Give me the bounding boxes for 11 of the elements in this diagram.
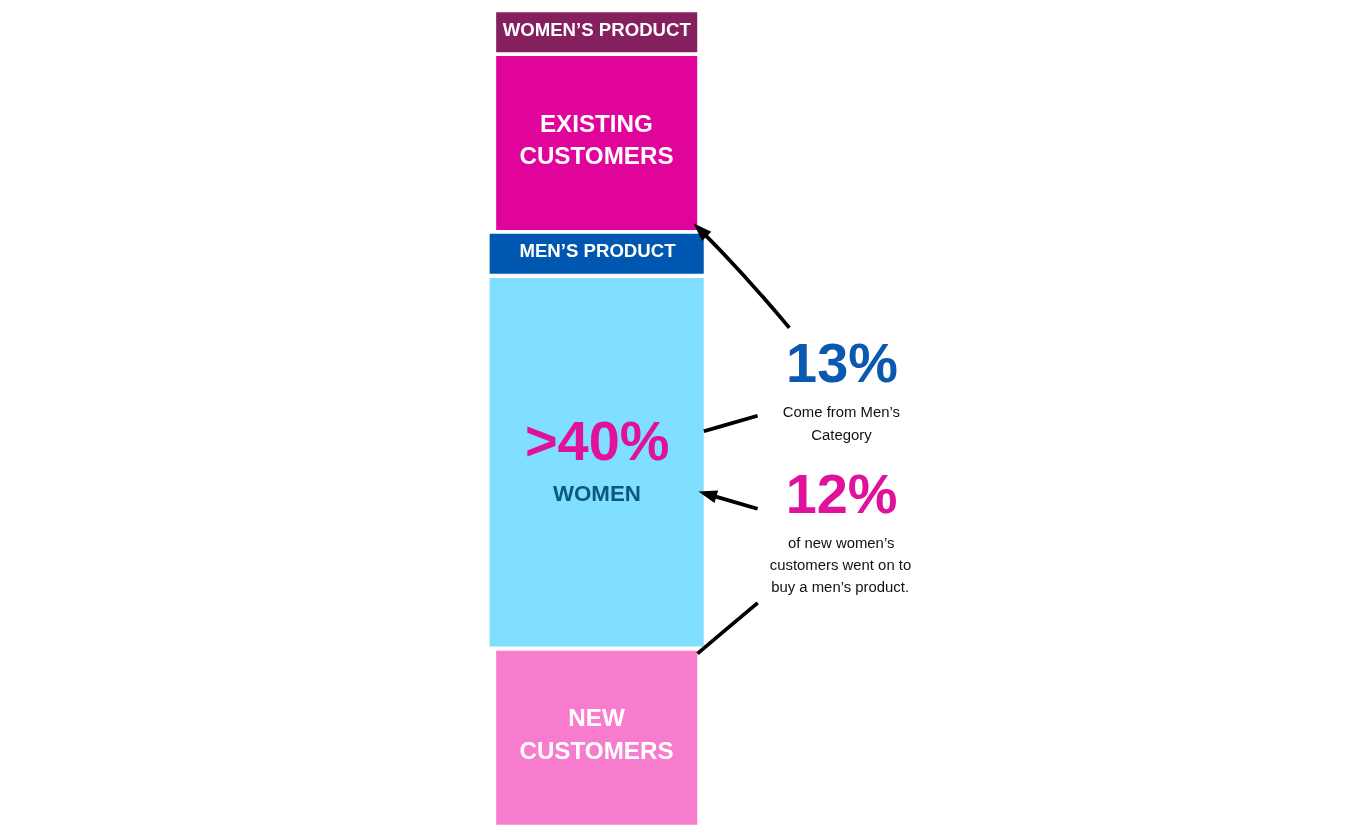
node-box: NEW CUSTOMERS [495,650,697,825]
node-box: >40% WOMEN [489,277,704,647]
node-text: 12% of new women’s customers went on to buy a men’s product. [769,461,911,596]
arrow [692,223,791,330]
node-text: 13% Come from Men’s Category [782,331,900,443]
node-box: WOMEN’S PRODUCT [495,12,697,53]
node-box: EXISTING CUSTOMERS [495,55,697,230]
connector [695,601,759,656]
arrow [697,490,758,511]
node-box: MEN’S PRODUCT [489,233,704,274]
connector [702,413,758,434]
